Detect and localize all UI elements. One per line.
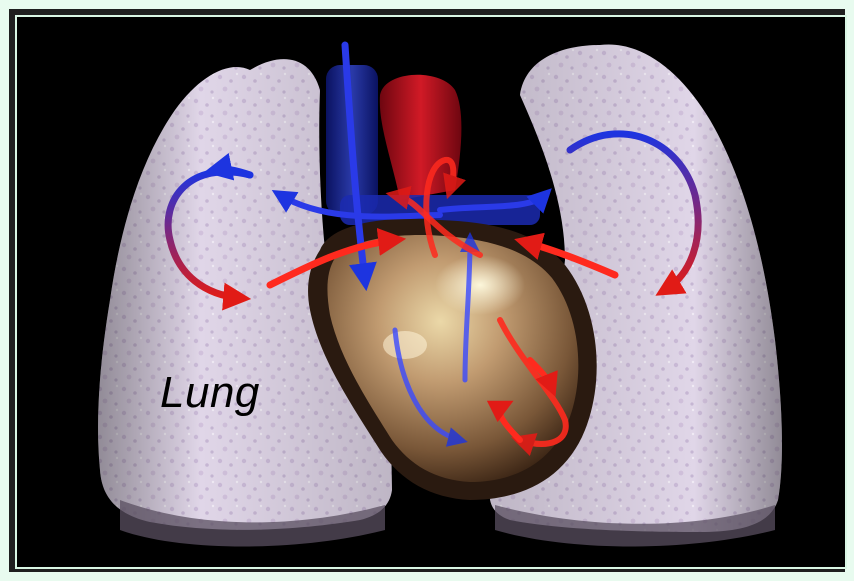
aorta [380,75,462,200]
lung-label: Lung [160,368,260,418]
